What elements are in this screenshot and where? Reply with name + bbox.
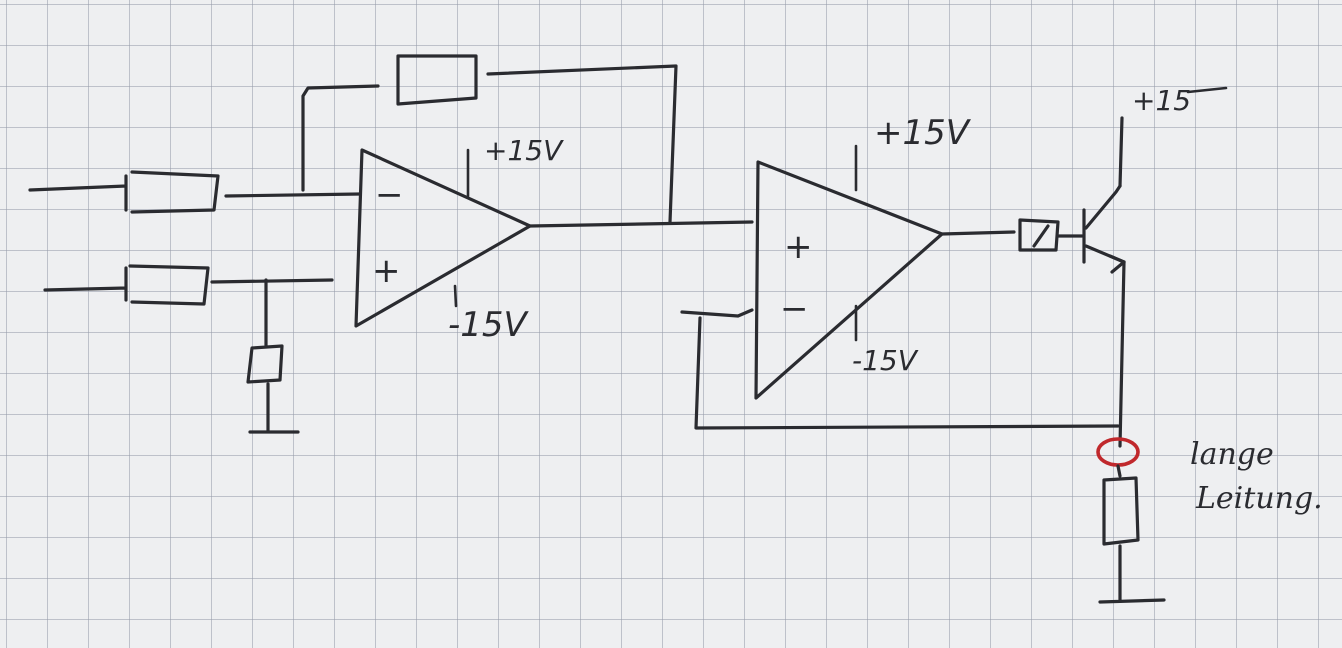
opamp-2: + − +15V -15V [754,113,972,400]
opamp-1-noninverting-sign: + [372,251,401,291]
opamp-2-inverting-sign: − [780,289,809,329]
cable-note: lange Leitung. [1190,437,1323,516]
opamp-1: − + +15V -15V [354,134,564,345]
base-resistor [940,218,1084,252]
npn-transistor: +15 [1082,84,1228,274]
emitter-line [1118,260,1126,448]
opamp-1-inverting-sign: − [375,175,404,215]
cable-marker-ring [1096,437,1140,467]
opamp-2-positive-supply-label: +15V [874,113,972,153]
ground-resistor [246,278,300,434]
feedback-resistor [301,54,678,224]
input-resistor-top [28,170,362,214]
cable-note-line-2: Leitung. [1195,481,1323,516]
interstage-wire [528,220,754,228]
opamp-2-feedback-loop [680,308,1120,430]
collector-supply-label: +15 [1132,84,1191,117]
load-resistor [1098,464,1166,604]
opamp-2-negative-supply-label: -15V [852,344,919,377]
opamp-1-positive-supply-label: +15V [484,134,564,167]
opamp-1-negative-supply-label: -15V [448,305,530,345]
input-resistor-bottom [43,264,334,306]
cable-note-line-1: lange [1190,437,1274,472]
opamp-2-noninverting-sign: + [784,227,813,267]
